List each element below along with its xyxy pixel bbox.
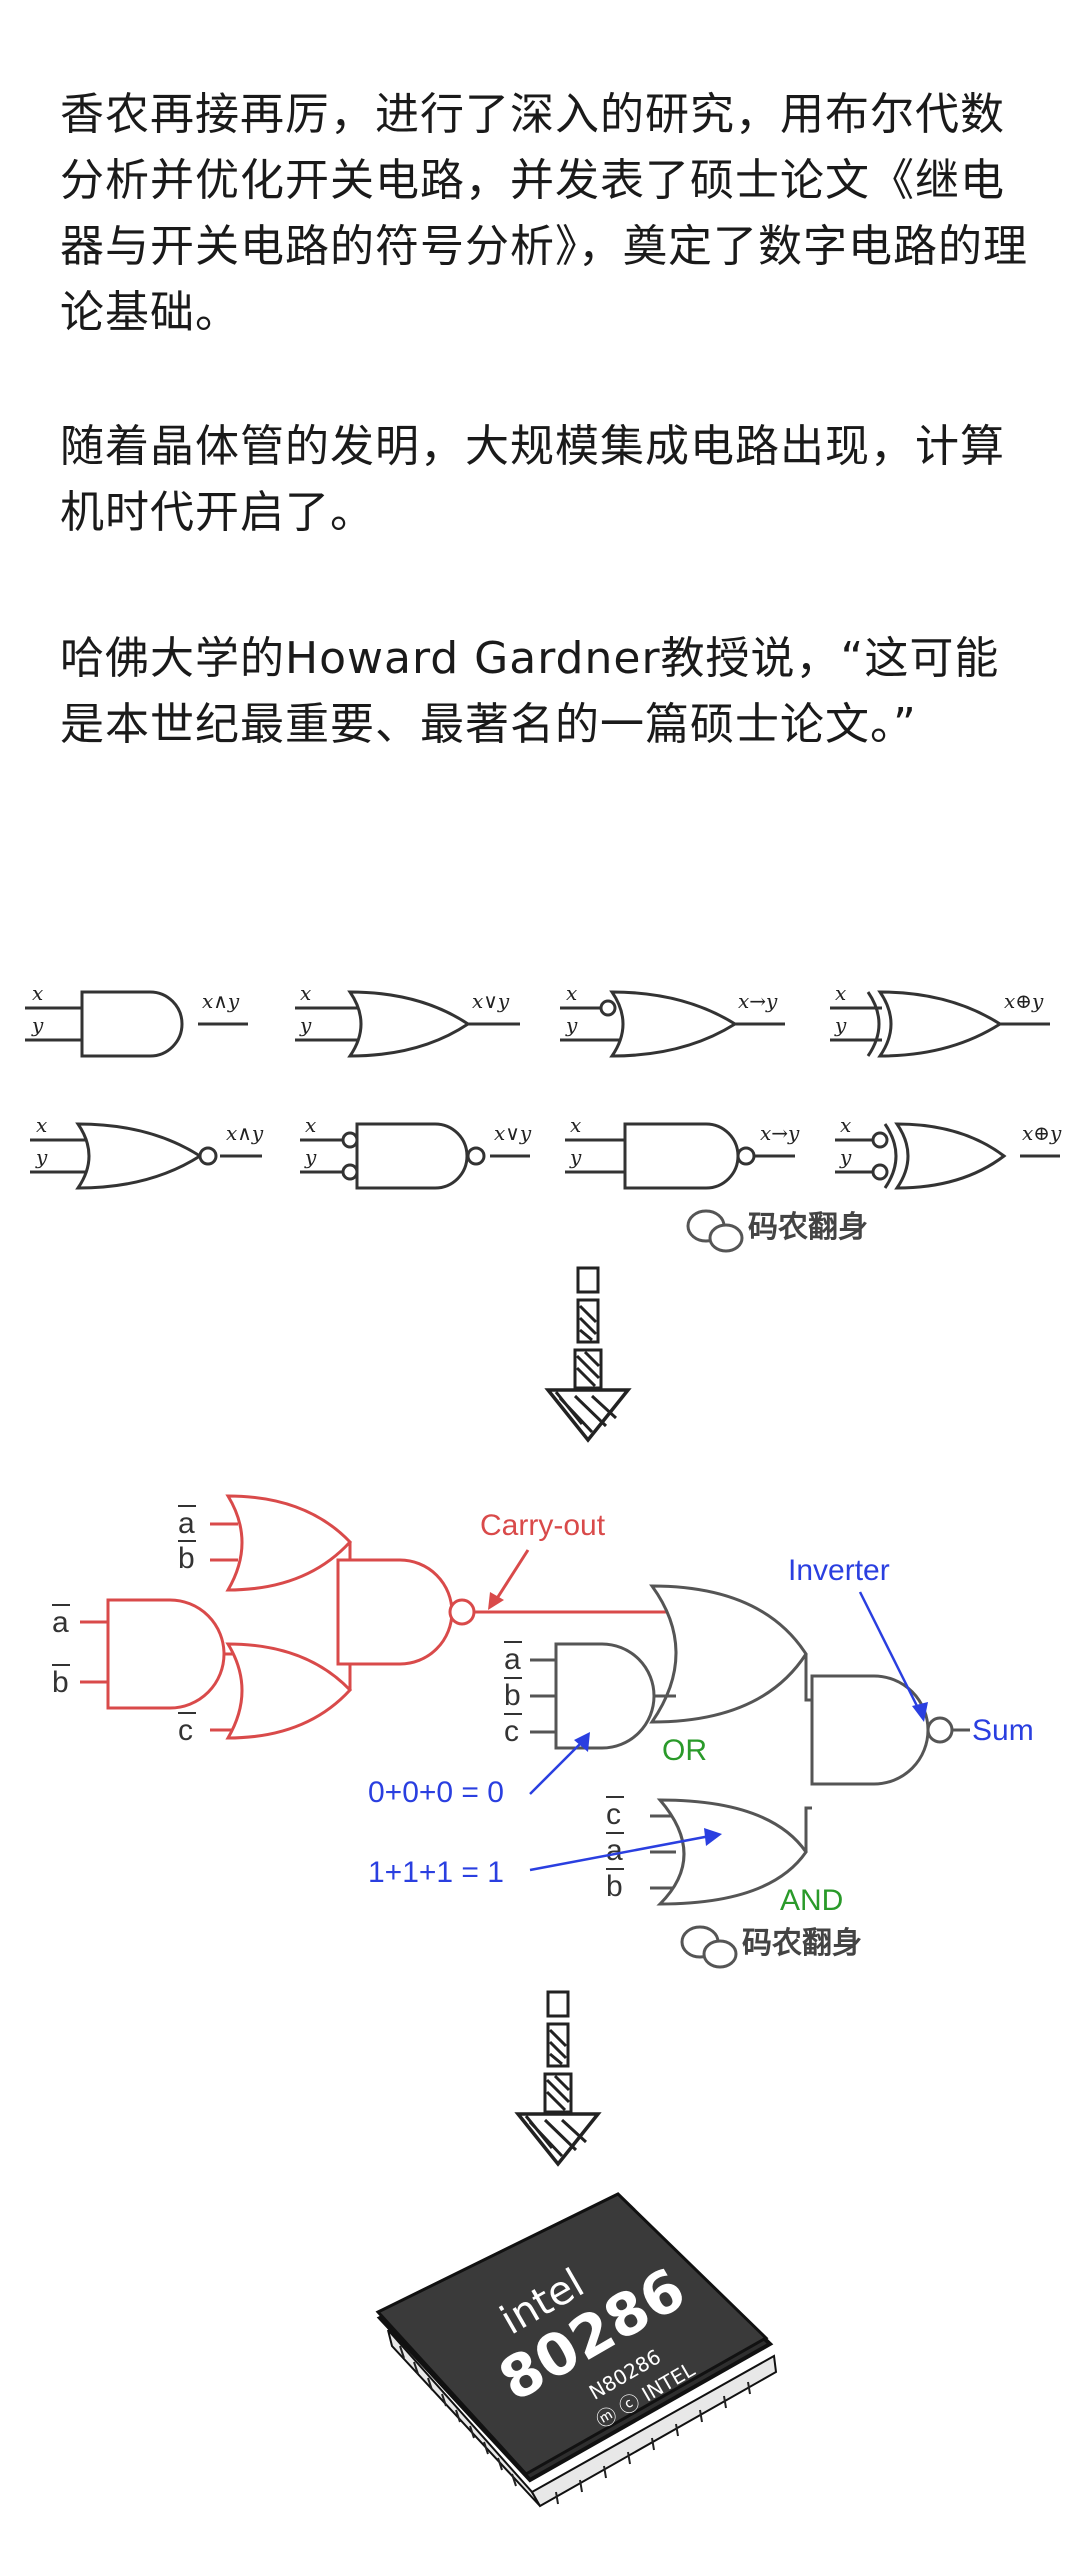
down-arrow-icon <box>544 1266 632 1443</box>
output-label: x∧y <box>202 989 240 1013</box>
wechat-icon <box>680 1925 738 1969</box>
blue-annotations: Inverter 0+0+0 = 0 1+1+1 = 1 <box>368 1554 928 1889</box>
output-label: x⊕y <box>1022 1121 1062 1145</box>
input-y-label: y <box>565 1013 578 1037</box>
output-label: x→y <box>760 1121 800 1145</box>
input-x-label: x <box>32 981 43 1005</box>
logic-gates-figure: x y x∧y x y x∨y x y x→y x y x⊕y x y x∧y <box>25 981 1062 1253</box>
zero-equation-label: 0+0+0 = 0 <box>368 1776 504 1809</box>
gate-xor: x y x⊕y <box>830 981 1050 1058</box>
input-y-label: y <box>569 1145 582 1169</box>
gate-nimply: x y x→y <box>565 1113 800 1190</box>
input-x-label: x <box>566 981 577 1005</box>
input-y-label: y <box>35 1145 48 1169</box>
input-y-label: y <box>839 1145 852 1169</box>
sum-circuit: Sum OR AND a b c c a b <box>504 1584 1034 1917</box>
input-b-bar-label: b <box>52 1666 69 1699</box>
gate-or: x y x∨y <box>295 981 520 1058</box>
gate-imply: x y x→y <box>560 981 785 1058</box>
watermark-adder: 码农翻身 <box>680 1925 862 1969</box>
input-y-label: y <box>304 1145 317 1169</box>
input-b-bar-label: b <box>178 1542 195 1575</box>
input-a-bar-label: a <box>606 1834 623 1867</box>
paragraph-shannon: 香农再接再厉，进行了深入的研究，用布尔代数分析并优化开关电路，并发表了硕士论文《… <box>60 89 1028 338</box>
carry-out-label: Carry-out <box>480 1509 606 1542</box>
paragraph-gardner-quote: 哈佛大学的Howard Gardner教授说，“这可能是本世纪最重要、最著名的一… <box>60 633 1000 750</box>
output-label: x∧y <box>226 1121 264 1145</box>
output-label: x∨y <box>494 1121 532 1145</box>
output-label: x⊕y <box>1004 989 1044 1013</box>
output-label: x→y <box>738 989 778 1013</box>
gate-xnor: x y x⊕y <box>835 1113 1062 1190</box>
input-x-label: x <box>305 1113 316 1137</box>
input-c-bar-label: c <box>606 1798 621 1831</box>
input-b-bar-label: b <box>504 1679 521 1712</box>
output-label: x∨y <box>472 989 510 1013</box>
and-label: AND <box>780 1884 843 1917</box>
gate-nor: x y x∧y <box>30 1113 264 1190</box>
gate-and: x y x∧y <box>25 981 248 1058</box>
input-x-label: x <box>840 1113 851 1137</box>
paragraph-transistor: 随着晶体管的发明，大规模集成电路出现，计算机时代开启了。 <box>60 421 1005 538</box>
adder-circuit-figure: Carry-out a b a b c Sum OR AND a b <box>52 1494 1034 1969</box>
input-y-label: y <box>31 1013 44 1037</box>
watermark-gates: 码农翻身 <box>686 1209 868 1253</box>
watermark-text: 码农翻身 <box>748 1210 868 1245</box>
input-y-label: y <box>834 1013 847 1037</box>
inverter-label: Inverter <box>788 1554 890 1587</box>
or-label: OR <box>662 1734 707 1767</box>
input-x-label: x <box>835 981 846 1005</box>
input-c-bar-label: c <box>178 1714 193 1747</box>
watermark-text: 码农翻身 <box>742 1926 862 1961</box>
one-equation-label: 1+1+1 = 1 <box>368 1856 504 1889</box>
input-c-bar-label: c <box>504 1715 519 1748</box>
sum-label: Sum <box>972 1714 1034 1747</box>
gate-nand: x y x∨y <box>300 1113 532 1190</box>
input-x-label: x <box>570 1113 581 1137</box>
input-x-label: x <box>300 981 311 1005</box>
input-x-label: x <box>36 1113 47 1137</box>
input-a-bar-label: a <box>178 1507 195 1540</box>
input-y-label: y <box>299 1013 312 1037</box>
wechat-icon <box>686 1209 744 1253</box>
chip-80286-illustration: intel 80286 N80286 ⓜ ⓒ INTEL <box>375 2192 778 2508</box>
input-a-bar-label: a <box>504 1643 521 1676</box>
input-a-bar-label: a <box>52 1606 69 1639</box>
input-b-bar-label: b <box>606 1870 623 1903</box>
carry-circuit: Carry-out a b a b c <box>52 1494 700 1747</box>
down-arrow-icon <box>514 1990 602 2167</box>
